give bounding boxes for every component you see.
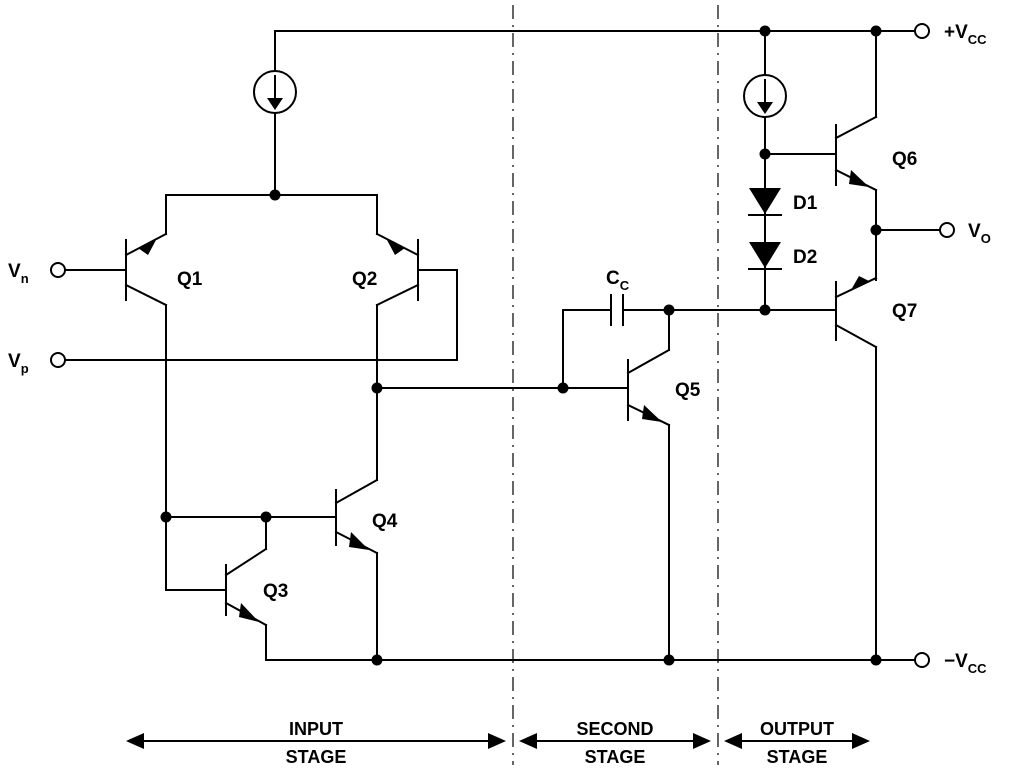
output-stage-arrow (724, 733, 870, 749)
second-stage-label-2: STAGE (585, 747, 646, 767)
vn-label: Vn (8, 261, 29, 286)
vn-terminal (50, 262, 66, 278)
tail-wire (165, 194, 378, 235)
transistor-q6 (834, 115, 878, 192)
vo-label: VO (968, 221, 991, 246)
q4-label: Q4 (372, 511, 398, 532)
input-stage-label-1: INPUT (289, 719, 343, 739)
vcc-positive-rail (274, 23, 930, 71)
vcc-negative-terminal (914, 652, 930, 668)
q7-label: Q7 (892, 301, 917, 322)
output-stage-label-2: STAGE (767, 747, 828, 767)
output-stage-label-1: OUTPUT (760, 719, 834, 739)
second-stage-label-1: SECOND (576, 719, 653, 739)
cc-label: CC (606, 268, 630, 293)
transistor-q7 (834, 276, 878, 349)
vcc-negative-label: −VCC (944, 651, 987, 676)
transistor-q3 (224, 547, 268, 627)
vp-input-wire (64, 269, 458, 361)
diode-d1 (748, 188, 782, 216)
vcc-positive-label: +VCC (944, 22, 987, 47)
transistor-q4 (334, 478, 379, 555)
transistor-q5 (626, 348, 671, 427)
vp-terminal (50, 352, 66, 368)
d1-label: D1 (793, 193, 818, 214)
q5-label: Q5 (675, 380, 701, 401)
diode-d2 (748, 242, 782, 270)
junction-dots (160, 25, 882, 666)
q1-label: Q1 (177, 269, 203, 290)
d2-label: D2 (793, 247, 817, 268)
vcc-positive-terminal (914, 23, 930, 39)
vcc-negative-rail (265, 652, 930, 668)
input-stage-label-2: STAGE (286, 747, 347, 767)
q3-label: Q3 (263, 581, 288, 602)
input-current-source (253, 70, 297, 194)
capacitor-cc (562, 294, 837, 389)
second-stage-arrow (519, 733, 711, 749)
vo-terminal (939, 222, 955, 238)
transistor-q1 (124, 232, 168, 307)
q2-label: Q2 (352, 269, 377, 290)
transistor-q2 (375, 232, 420, 307)
q1-collector-wire (165, 304, 227, 591)
input-stage-arrow (126, 733, 506, 749)
q6-label: Q6 (892, 149, 917, 170)
vp-label: Vp (8, 351, 29, 376)
